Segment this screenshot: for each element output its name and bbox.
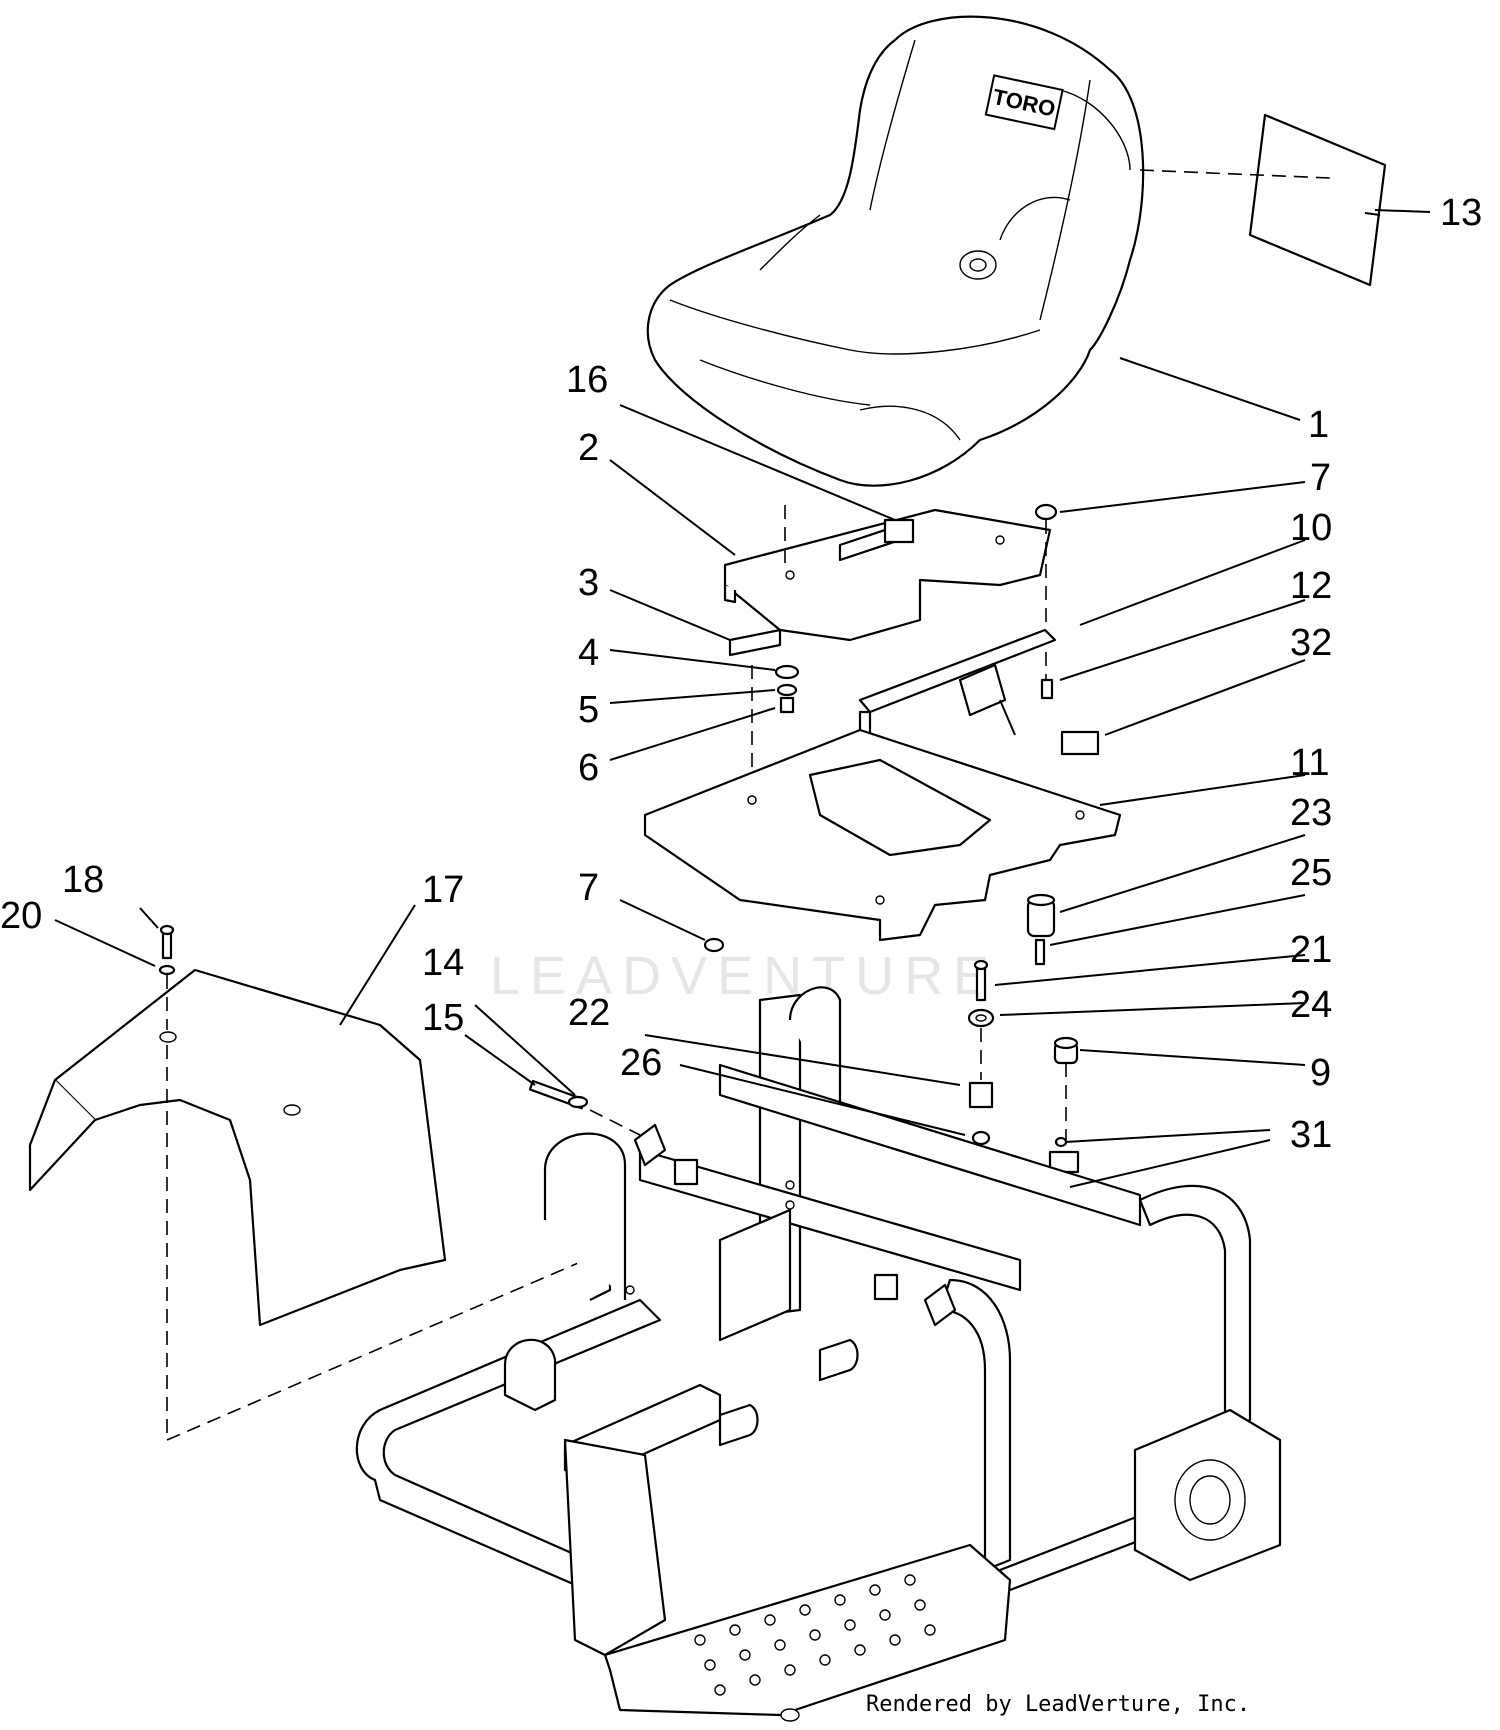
callout-31: 31 bbox=[1290, 1114, 1332, 1156]
callout-10: 10 bbox=[1290, 507, 1332, 549]
rear-shroud[interactable] bbox=[28, 968, 447, 1327]
callout-23: 23 bbox=[1290, 792, 1332, 834]
footrest[interactable] bbox=[563, 1438, 1012, 1722]
callout-9: 9 bbox=[1310, 1052, 1331, 1094]
callout-numbers: 1 2 3 4 5 6 7 7 9 10 11 12 13 14 15 16 1… bbox=[0, 192, 1482, 1156]
callout-7-top: 7 bbox=[1310, 457, 1331, 499]
callout-15: 15 bbox=[422, 997, 464, 1039]
leader-lines bbox=[54, 209, 1431, 1188]
decal[interactable] bbox=[1248, 113, 1387, 287]
bumper-23[interactable] bbox=[1026, 893, 1056, 938]
nut-7-top[interactable] bbox=[1034, 503, 1058, 521]
callout-32: 32 bbox=[1290, 622, 1332, 664]
decal-32[interactable] bbox=[1060, 730, 1100, 756]
bolt-12[interactable] bbox=[1040, 678, 1054, 700]
seat-bracket[interactable] bbox=[723, 508, 1052, 642]
washer-31-top[interactable] bbox=[1054, 1136, 1068, 1148]
main-frame[interactable] bbox=[355, 986, 1282, 1602]
toro-logo: TORO bbox=[984, 74, 1064, 131]
nut-7-bottom[interactable] bbox=[703, 937, 725, 953]
washer-20[interactable] bbox=[158, 964, 176, 976]
watermark-text: LEADVENTURE bbox=[490, 946, 1000, 1006]
nut-26[interactable] bbox=[971, 1130, 991, 1146]
callout-21: 21 bbox=[1290, 929, 1332, 971]
bolt-25[interactable] bbox=[1034, 938, 1046, 966]
footer-credit: Rendered by LeadVerture, Inc. bbox=[866, 1692, 1251, 1717]
bolt-21[interactable] bbox=[973, 959, 989, 1002]
callout-25: 25 bbox=[1290, 852, 1332, 894]
callout-16: 16 bbox=[566, 359, 608, 401]
clip-14[interactable] bbox=[567, 1095, 589, 1109]
callout-1: 1 bbox=[1308, 404, 1329, 446]
callout-3: 3 bbox=[578, 562, 599, 604]
callout-12: 12 bbox=[1290, 565, 1332, 607]
callout-24: 24 bbox=[1290, 984, 1332, 1026]
spacer-24[interactable] bbox=[967, 1008, 995, 1028]
bolt-18[interactable] bbox=[159, 924, 175, 960]
seat[interactable]: TORO bbox=[646, 15, 1145, 487]
bracket-22[interactable] bbox=[968, 1081, 994, 1109]
callout-6: 6 bbox=[578, 747, 599, 789]
callout-5: 5 bbox=[578, 689, 599, 731]
washer-5[interactable] bbox=[776, 683, 798, 697]
washer-4[interactable] bbox=[774, 664, 800, 680]
callout-7-bottom: 7 bbox=[578, 867, 599, 909]
seat-plate[interactable] bbox=[643, 728, 1122, 942]
callout-11: 11 bbox=[1290, 742, 1329, 784]
callout-13: 13 bbox=[1440, 192, 1482, 234]
callout-26: 26 bbox=[620, 1042, 662, 1084]
bumper-9[interactable] bbox=[1053, 1036, 1079, 1065]
callout-4: 4 bbox=[578, 632, 599, 674]
seat-slide-rail[interactable] bbox=[858, 628, 1057, 747]
seat-slide-left[interactable] bbox=[728, 628, 782, 657]
callout-14: 14 bbox=[422, 942, 464, 984]
bolt-6[interactable] bbox=[779, 696, 795, 714]
callout-22: 22 bbox=[568, 992, 610, 1034]
callout-20: 20 bbox=[0, 895, 42, 937]
callout-17: 17 bbox=[422, 869, 464, 911]
callout-2: 2 bbox=[578, 427, 599, 469]
callout-18: 18 bbox=[62, 859, 104, 901]
